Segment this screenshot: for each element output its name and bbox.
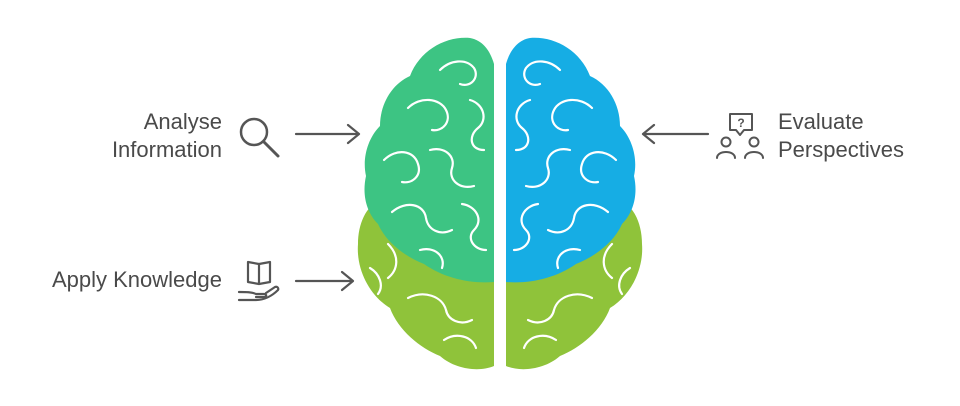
two-people-question-icon: ? xyxy=(716,113,764,159)
brain-diagram xyxy=(357,37,643,370)
arrow-evaluate-to-brain xyxy=(641,123,710,145)
evaluate-label-line1: Evaluate xyxy=(778,109,864,134)
analyse-label-line2: Information xyxy=(111,137,222,162)
evaluate-label-line2: Perspectives xyxy=(778,137,904,162)
brain-upper-right-lobe xyxy=(506,37,636,283)
svg-text:?: ? xyxy=(737,116,744,130)
arrow-apply-to-brain xyxy=(294,270,355,292)
brain-right-folds xyxy=(512,60,632,350)
evaluate-perspectives-label: Evaluate Perspectives xyxy=(778,108,948,164)
brain-left-folds xyxy=(368,60,488,350)
magnifying-glass-icon xyxy=(239,117,280,158)
book-in-hand-icon xyxy=(237,260,280,302)
analyse-information-label: Analyse Information xyxy=(60,108,222,164)
analyse-label-line1: Analyse xyxy=(143,109,222,134)
brain-upper-left-lobe xyxy=(364,37,494,283)
arrow-analyse-to-brain xyxy=(294,123,361,145)
apply-knowledge-label: Apply Knowledge xyxy=(51,267,222,292)
